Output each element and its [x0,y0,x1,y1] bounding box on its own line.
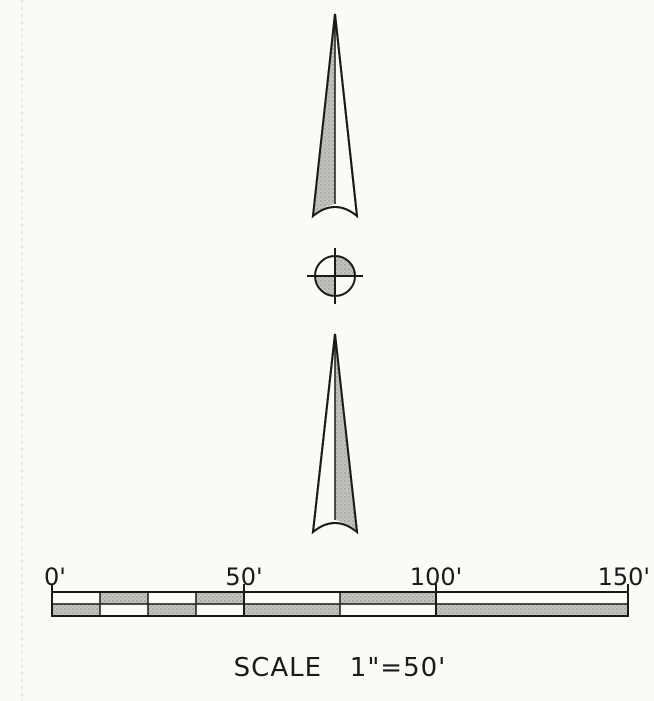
scale-tick-label-2: 100' [410,563,462,591]
scale-ticks: 0' 50' 100' 150' [44,563,650,616]
scale-segment-bottom-0 [52,604,100,616]
north-arrow-lower-spike [311,333,359,535]
scale-segments [51,592,628,616]
scale-segment-top-3 [196,592,244,604]
scale-tick-label-0: 0' [44,563,66,591]
scale-segment-bottom-2 [148,604,196,616]
scale-segment-bottom-5 [340,604,436,616]
scale-segment-bottom-4 [244,604,340,616]
scale-caption: SCALE 1"=50' [234,653,447,683]
scale-segment-bottom-1 [100,604,148,616]
scale-segment-top-2 [148,592,196,604]
scale-bar: 0' 50' 100' 150' [44,563,650,617]
scale-tick-label-1: 50' [225,563,262,591]
scale-segment-top-6 [436,592,628,604]
north-arrow-upper-spike [311,13,359,219]
scale-segment-bottom-6 [436,604,628,616]
scale-segment-top-4 [244,592,340,604]
scale-segment-top-0 [52,592,100,604]
scale-segment-bottom-3 [196,604,244,616]
scale-segment-top-1 [100,592,148,604]
crosshair-circle-icon [307,248,363,304]
north-arrow-icon [307,13,363,535]
scale-tick-label-3: 150' [598,563,650,591]
scale-segment-top-5 [340,592,436,604]
